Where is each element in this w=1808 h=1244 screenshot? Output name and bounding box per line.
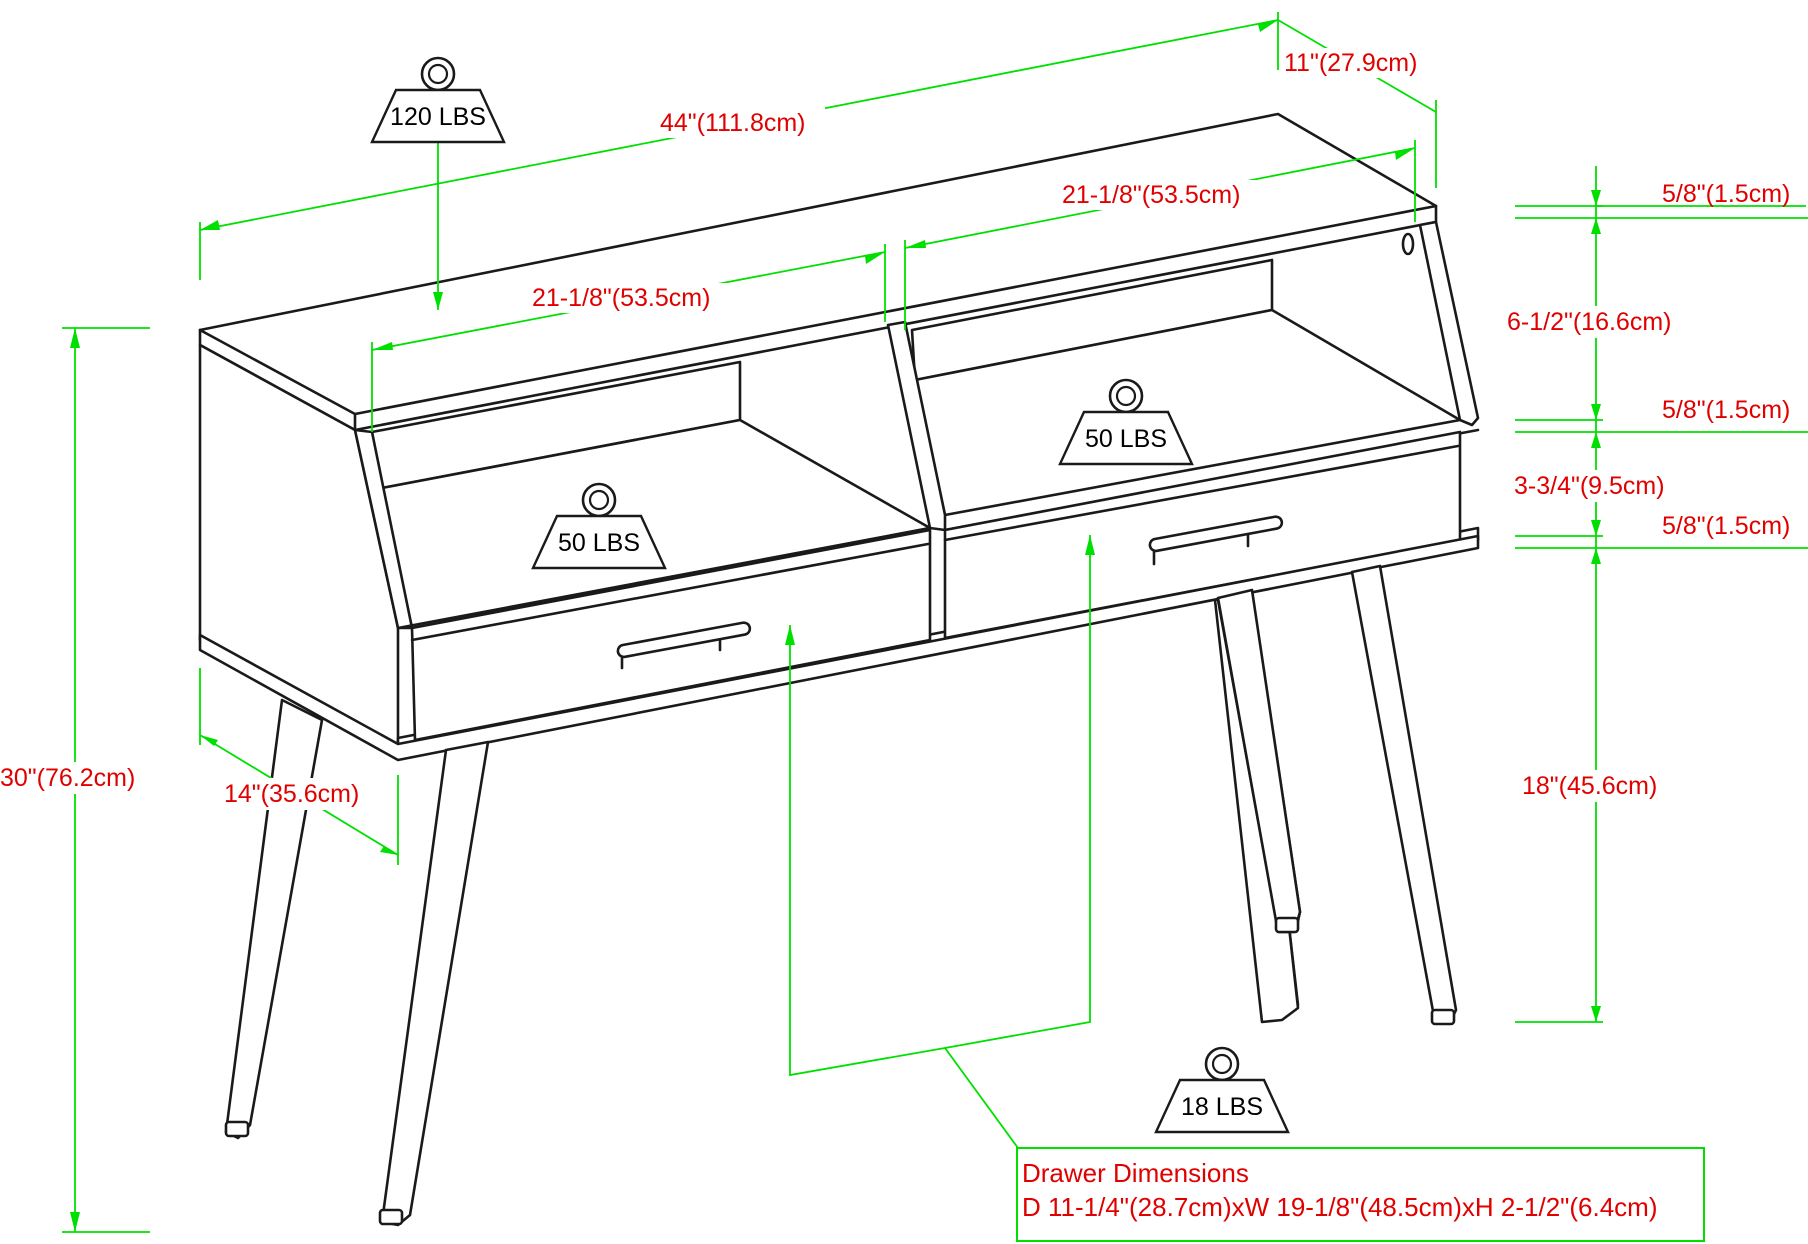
weight-shelf-left-label: 50 LBS [558, 529, 640, 557]
weight-top-label: 120 LBS [390, 103, 486, 131]
depth-bottom-label: 14"(35.6cm) [224, 780, 359, 808]
front-right-leg [1350, 564, 1458, 1024]
drawer-dimensions-box: Drawer Dimensions D 11-1/4"(28.7cm)xW 19… [1016, 1147, 1705, 1242]
drawer-front-label: 3-3/4"(9.5cm) [1514, 472, 1665, 500]
right-drawer-handle [1148, 515, 1284, 566]
shelf-opening-label: 6-1/2"(16.6cm) [1507, 308, 1672, 336]
base-bottom [198, 534, 1480, 762]
width-total-label: 44"(111.8cm) [660, 109, 806, 137]
front-center-divider [886, 320, 947, 532]
leg-height-label: 18"(45.6cm) [1522, 772, 1657, 800]
back-left-leg [224, 698, 324, 1140]
left-drawer-handle [616, 621, 752, 670]
weight-icon-drawer: 18 LBS [1154, 1046, 1290, 1134]
shelf-width-right-label: 21-1/8"(53.5cm) [1062, 181, 1240, 209]
height-total-label: 30"(76.2cm) [0, 764, 135, 792]
front-right-post [1418, 220, 1480, 427]
shelf-width-left-label: 21-1/8"(53.5cm) [532, 284, 710, 312]
depth-top-label: 11"(27.9cm) [1284, 49, 1417, 77]
weight-icon-shelf-right: 50 LBS [1058, 378, 1194, 466]
dimension-labels: 44"(111.8cm) 11"(27.9cm) 21-1/8"(53.5cm)… [0, 49, 1790, 808]
weight-icon-shelf-left: 50 LBS [531, 482, 667, 570]
shelf-thickness-label: 5/8"(1.5cm) [1662, 396, 1790, 424]
drawer-dimensions-spec: D 11-1/4"(28.7cm)xW 19-1/8"(48.5cm)xH 2-… [1022, 1192, 1658, 1222]
drawer-dimensions-title: Drawer Dimensions [1022, 1158, 1249, 1188]
weight-icon-top: 120 LBS [370, 56, 506, 144]
top-thickness-label: 5/8"(1.5cm) [1662, 180, 1790, 208]
front-left-leg [380, 740, 490, 1227]
left-end-panel [198, 343, 400, 752]
weight-shelf-right-label: 50 LBS [1085, 425, 1167, 453]
cord-hole [1401, 232, 1415, 256]
bottom-thickness-label: 5/8"(1.5cm) [1662, 512, 1790, 540]
weight-drawer-label: 18 LBS [1181, 1093, 1263, 1121]
console-table-drawing [198, 112, 1480, 1227]
